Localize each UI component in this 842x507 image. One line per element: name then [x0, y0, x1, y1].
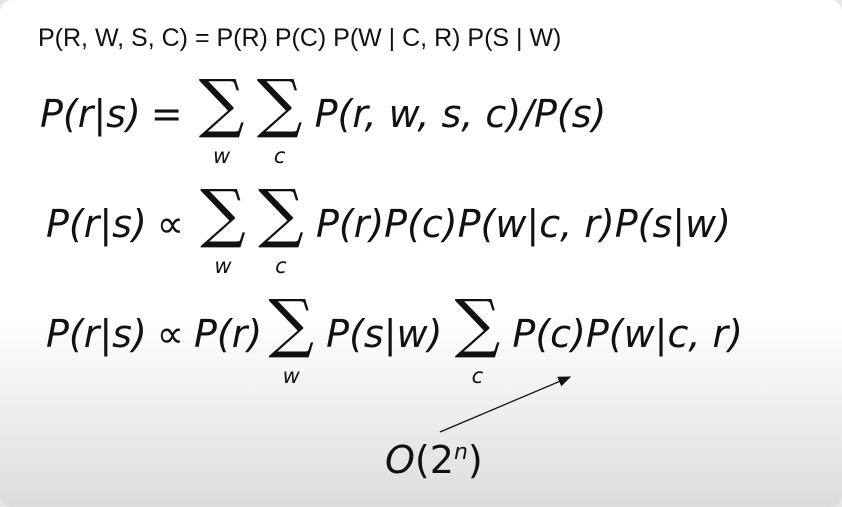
- complexity-base: 2: [429, 438, 454, 482]
- open-paren: (: [414, 438, 430, 482]
- close-paren: ): [467, 438, 483, 482]
- eq3-lhs: P(r|s): [46, 312, 147, 356]
- sigma-symbol: ∑: [256, 67, 303, 141]
- sum-over-w: ∑ w: [195, 72, 249, 168]
- big-o-letter: O: [385, 438, 415, 482]
- sum-index: c: [275, 254, 287, 278]
- eq2-lhs: P(r|s): [46, 202, 147, 246]
- sum-over-c: ∑ c: [450, 292, 504, 388]
- sum-over-c: ∑ c: [254, 182, 308, 278]
- eq3-middle: P(s|w): [326, 312, 443, 356]
- equation-variable-elimination: P(r|s) ∝ P(r) ∑ w P(s|w) ∑ c P(c)P(w|c, …: [46, 292, 743, 388]
- sum-index: c: [273, 144, 286, 168]
- eq1-lhs: P(r|s): [40, 92, 141, 136]
- sum-index: c: [471, 364, 484, 388]
- eq1-rhs: P(r, w, s, c)/P(s): [314, 92, 607, 136]
- complexity-label: O(2n): [385, 438, 483, 482]
- equation-factored-sum: P(r|s) ∝ ∑ w ∑ c P(r)P(c)P(w|c, r)P(s|w): [46, 182, 731, 278]
- sum-over-w: ∑ w: [196, 182, 250, 278]
- eq1-operator: =: [150, 92, 183, 136]
- sigma-symbol: ∑: [258, 177, 304, 251]
- sum-over-c: ∑ c: [253, 72, 307, 168]
- joint-factorization: P(R, W, S, C) = P(R) P(C) P(W | C, R) P(…: [38, 24, 562, 52]
- eq3-rhs: P(c)P(w|c, r): [512, 312, 743, 356]
- sum-index: w: [213, 144, 231, 168]
- sum-over-w: ∑ w: [264, 292, 318, 388]
- complexity-exponent: n: [453, 440, 468, 465]
- sum-index: w: [282, 364, 300, 388]
- equation-bayes-sum: P(r|s) = ∑ w ∑ c P(r, w, s, c)/P(s): [40, 72, 607, 168]
- eq3-operator: ∝: [156, 312, 184, 356]
- sigma-symbol: ∑: [198, 67, 245, 141]
- sigma-symbol: ∑: [454, 287, 501, 361]
- sigma-symbol: ∑: [200, 177, 246, 251]
- sigma-symbol: ∑: [268, 287, 314, 361]
- eq2-operator: ∝: [156, 202, 184, 246]
- eq3-prior: P(r): [193, 312, 263, 356]
- eq2-rhs: P(r)P(c)P(w|c, r)P(s|w): [315, 202, 731, 246]
- sum-index: w: [214, 254, 232, 278]
